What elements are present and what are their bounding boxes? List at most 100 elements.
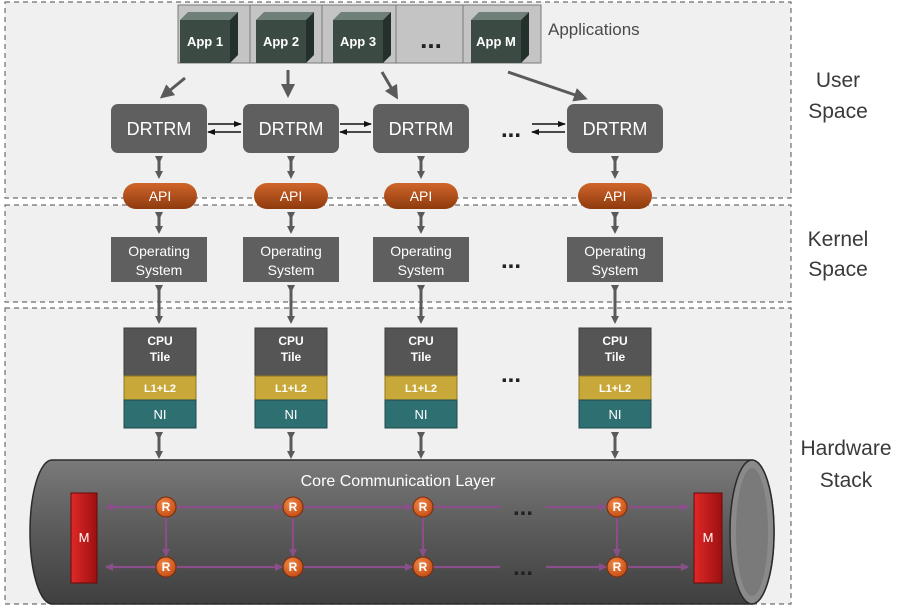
svg-text:L1+L2: L1+L2 — [599, 383, 631, 395]
kernel-space-label-line2: Space — [808, 258, 868, 281]
cpu-tile-m: CPU Tile L1+L2 NI — [578, 327, 652, 429]
svg-text:DRTRM: DRTRM — [389, 119, 454, 139]
app-m-label: App M — [476, 34, 516, 49]
svg-text:R: R — [162, 500, 171, 514]
os-2: Operating System — [243, 237, 339, 282]
svg-text:NI: NI — [285, 407, 298, 422]
svg-text:System: System — [136, 262, 183, 278]
svg-text:L1+L2: L1+L2 — [144, 383, 176, 395]
drtrm-exchange-arrows — [207, 121, 566, 135]
svg-text:L1+L2: L1+L2 — [275, 383, 307, 395]
ni-1 — [123, 399, 197, 429]
svg-text:NI: NI — [154, 407, 167, 422]
api-os-arrows — [155, 212, 619, 234]
ni-3 — [384, 399, 458, 429]
cache-m — [578, 375, 652, 401]
router-2-top: R — [282, 496, 304, 518]
drtrm-3: DRTRM — [373, 104, 469, 153]
svg-text:CPU: CPU — [278, 334, 303, 348]
noc-links — [105, 503, 689, 571]
app-3-label: App 3 — [340, 34, 376, 49]
svg-text:API: API — [149, 188, 172, 204]
svg-text:Operating: Operating — [584, 243, 645, 259]
cpu-tile-1: CPU Tile L1+L2 NI — [123, 327, 197, 429]
svg-text:Tile: Tile — [605, 350, 626, 364]
ni-2 — [254, 399, 328, 429]
app-2-label: App 2 — [263, 34, 299, 49]
app-2-cube: App 2 — [256, 12, 314, 63]
svg-text:CPU: CPU — [602, 334, 627, 348]
api-2: API — [254, 183, 328, 209]
app-3-cube: App 3 — [333, 12, 391, 63]
os-3: Operating System — [373, 237, 469, 282]
svg-text:NI: NI — [609, 407, 622, 422]
drtrm-1: DRTRM — [111, 104, 207, 153]
cpu-tile-2: CPU Tile L1+L2 NI — [254, 327, 328, 429]
noc-bottom-ellipsis: ... — [513, 554, 533, 581]
svg-text:API: API — [604, 188, 627, 204]
svg-text:Operating: Operating — [390, 243, 451, 259]
os-cpu-arrows — [155, 285, 619, 324]
svg-text:System: System — [592, 262, 639, 278]
svg-text:M: M — [79, 530, 90, 545]
svg-text:CPU: CPU — [147, 334, 172, 348]
os-m: Operating System — [567, 237, 663, 282]
memory-right: M — [693, 492, 723, 584]
svg-text:L1+L2: L1+L2 — [405, 383, 437, 395]
router-1-top: R — [155, 496, 177, 518]
api-m: API — [578, 183, 652, 209]
svg-text:System: System — [268, 262, 315, 278]
api-1: API — [123, 183, 197, 209]
svg-text:DRTRM: DRTRM — [259, 119, 324, 139]
router-1-bottom: R — [155, 556, 177, 578]
router-m-top: R — [606, 496, 628, 518]
applications-label: Applications — [548, 20, 640, 39]
router-3-bottom: R — [412, 556, 434, 578]
svg-text:DRTRM: DRTRM — [583, 119, 648, 139]
hardware-stack-label-line2: Stack — [820, 469, 873, 492]
svg-text:M: M — [703, 530, 714, 545]
app-m-cube: App M — [471, 12, 529, 63]
drtrm-api-arrows — [155, 156, 619, 179]
apps-ellipsis: ... — [420, 24, 442, 54]
svg-text:R: R — [613, 560, 622, 574]
svg-text:R: R — [419, 560, 428, 574]
svg-text:R: R — [419, 500, 428, 514]
svg-text:R: R — [289, 500, 298, 514]
cache-2 — [254, 375, 328, 401]
svg-text:API: API — [410, 188, 433, 204]
svg-text:Operating: Operating — [128, 243, 189, 259]
memory-left: M — [70, 492, 98, 584]
router-3-top: R — [412, 496, 434, 518]
noc-top-ellipsis: ... — [513, 494, 533, 521]
app-1-cube: App 1 — [180, 12, 238, 63]
svg-text:NI: NI — [415, 407, 428, 422]
svg-text:R: R — [613, 500, 622, 514]
router-m-bottom: R — [606, 556, 628, 578]
drtrm-m: DRTRM — [567, 104, 663, 153]
cache-3 — [384, 375, 458, 401]
svg-text:System: System — [398, 262, 445, 278]
app-1-label: App 1 — [187, 34, 223, 49]
user-space-label-line1: User — [816, 69, 860, 92]
svg-text:R: R — [162, 560, 171, 574]
svg-text:Operating: Operating — [260, 243, 321, 259]
app1-drtrm-arrow — [159, 76, 186, 99]
svg-text:Tile: Tile — [411, 350, 432, 364]
ni-m — [578, 399, 652, 429]
os-ellipsis: ... — [501, 247, 521, 274]
svg-text:Tile: Tile — [150, 350, 171, 364]
drtrm-ellipsis: ... — [501, 116, 521, 143]
app3-drtrm-arrow — [380, 71, 399, 100]
cache-1 — [123, 375, 197, 401]
user-space-label-line2: Space — [808, 100, 868, 123]
cpu-ellipsis: ... — [501, 361, 521, 388]
svg-text:API: API — [280, 188, 303, 204]
kernel-space-label-line1: Kernel — [808, 228, 869, 251]
svg-text:Tile: Tile — [281, 350, 302, 364]
svg-text:CPU: CPU — [408, 334, 433, 348]
svg-text:R: R — [289, 560, 298, 574]
appm-drtrm-arrow — [507, 70, 588, 102]
svg-text:DRTRM: DRTRM — [127, 119, 192, 139]
